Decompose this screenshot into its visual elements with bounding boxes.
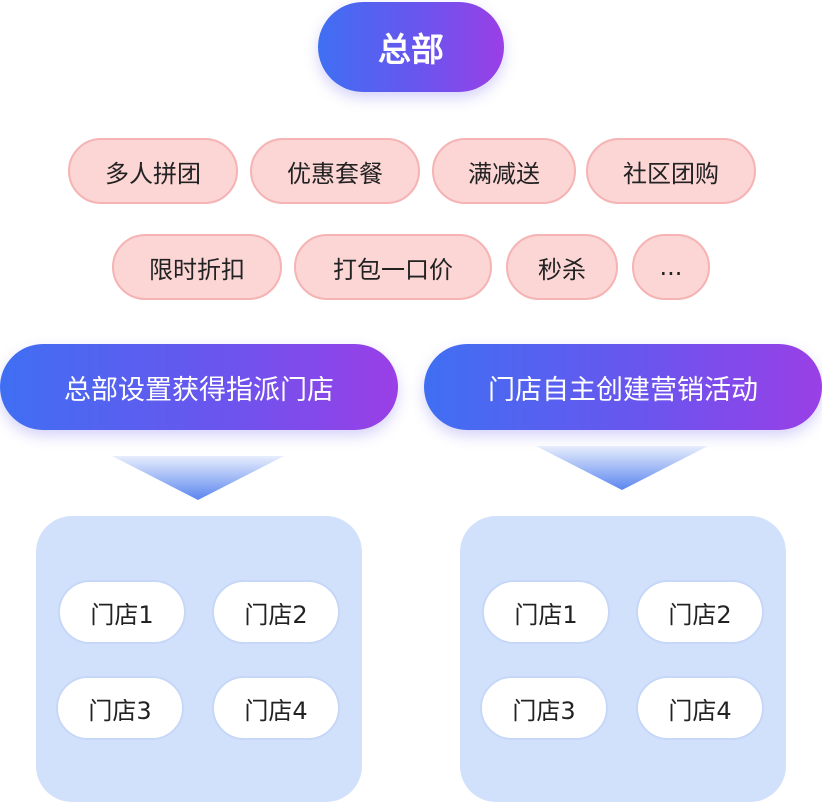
store-chip: 门店4 — [636, 676, 764, 740]
feature-pill: 优惠套餐 — [250, 138, 420, 204]
feature-pill: 多人拼团 — [68, 138, 238, 204]
store-chip: 门店1 — [482, 580, 610, 644]
store-chip: 门店1 — [58, 580, 186, 644]
feature-pill: 满减送 — [432, 138, 576, 204]
feature-pill: 社区团购 — [586, 138, 756, 204]
feature-pill: 限时折扣 — [112, 234, 282, 300]
store-chip: 门店4 — [212, 676, 340, 740]
feature-pill: 秒杀 — [506, 234, 618, 300]
store-panel-left — [36, 516, 362, 802]
down-arrow-icon — [536, 446, 708, 490]
mode-banner-store-created: 门店自主创建营销活动 — [424, 344, 822, 430]
mode-banner-hq-assigned: 总部设置获得指派门店 — [0, 344, 398, 430]
store-chip: 门店2 — [212, 580, 340, 644]
store-chip: 门店3 — [56, 676, 184, 740]
down-arrow-icon — [112, 456, 284, 500]
feature-pill: 打包一口价 — [294, 234, 492, 300]
store-chip: 门店2 — [636, 580, 764, 644]
headquarters-node: 总部 — [318, 2, 504, 92]
feature-pill: ... — [632, 234, 710, 300]
store-chip: 门店3 — [480, 676, 608, 740]
store-panel-right — [460, 516, 786, 802]
